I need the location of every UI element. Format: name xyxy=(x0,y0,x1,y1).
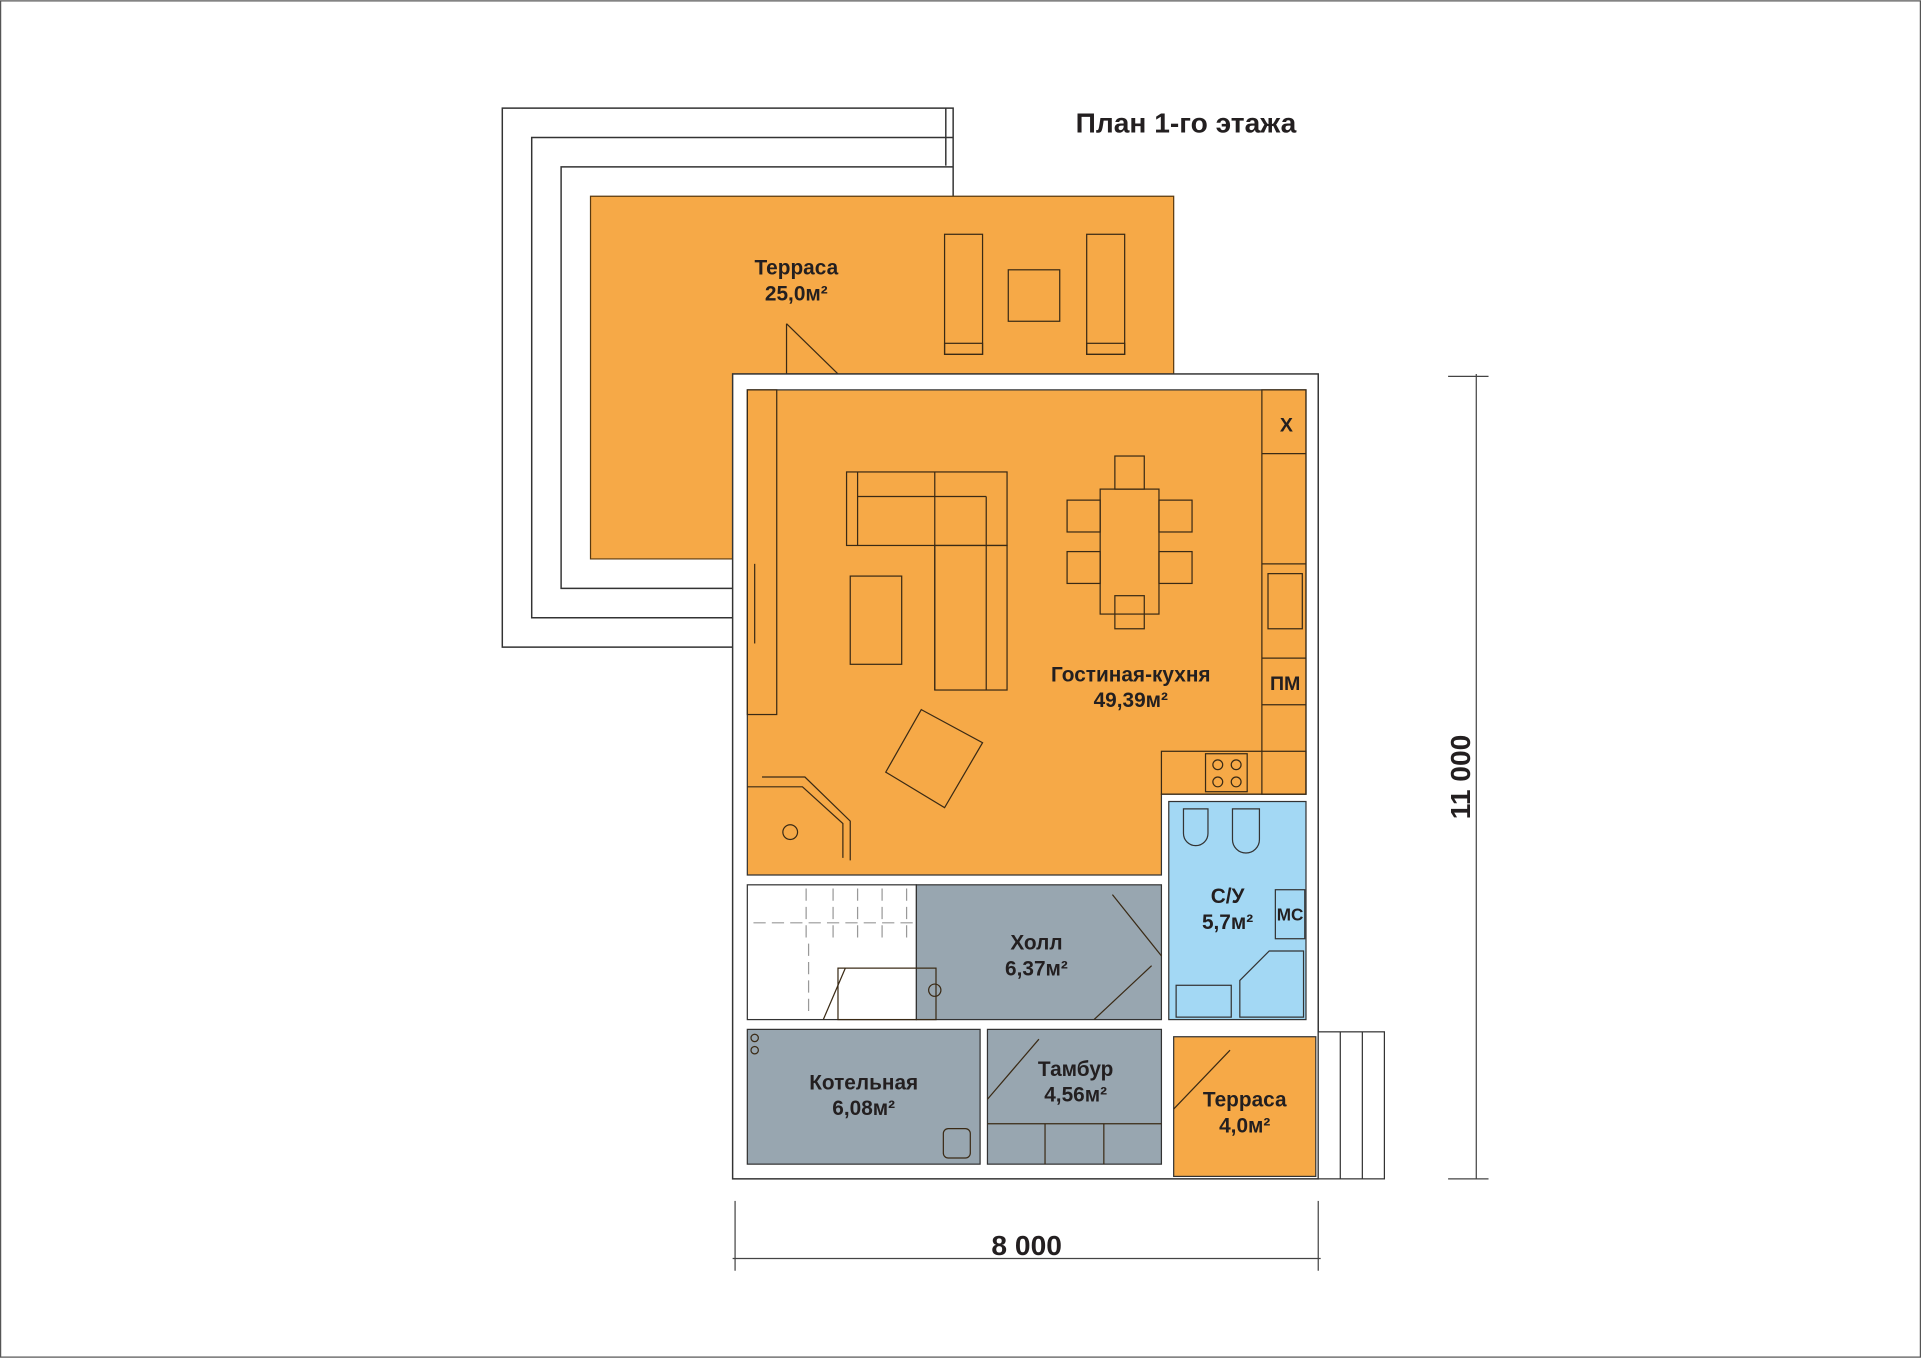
svg-text:Котельная: Котельная xyxy=(809,1071,918,1094)
label-terrace-small: Терраса 4,0м² xyxy=(1203,1089,1287,1138)
svg-text:4,0м²: 4,0м² xyxy=(1219,1114,1270,1137)
boiler-fixtures xyxy=(750,1033,1162,1165)
dimension-width: 8 000 xyxy=(732,1200,1321,1271)
svg-text:Гостиная-кухня: Гостиная-кухня xyxy=(1051,663,1211,686)
svg-text:Холл: Холл xyxy=(1010,932,1062,955)
svg-text:49,39м²: 49,39м² xyxy=(1094,689,1168,712)
room-staircase xyxy=(746,884,918,1021)
svg-text:Терраса: Терраса xyxy=(755,257,839,280)
label-living-kitchen: Гостиная-кухня 49,39м² xyxy=(1051,663,1211,712)
fixture-washer-label: МС xyxy=(1277,904,1304,924)
svg-text:6,08м²: 6,08м² xyxy=(832,1097,895,1120)
svg-text:8 000: 8 000 xyxy=(991,1229,1061,1261)
svg-text:Тамбур: Тамбур xyxy=(1038,1058,1114,1081)
door-swings xyxy=(986,894,1231,1110)
svg-text:4,56м²: 4,56м² xyxy=(1044,1084,1107,1107)
svg-text:25,0м²: 25,0м² xyxy=(765,282,828,305)
entry-steps xyxy=(1317,1031,1386,1180)
fixture-fridge-label: Х xyxy=(1280,415,1293,437)
svg-text:С/У: С/У xyxy=(1211,885,1246,908)
fixture-dishwasher-label: ПМ xyxy=(1270,673,1300,695)
room-terrace-small xyxy=(1173,1036,1317,1178)
bathroom-fixtures xyxy=(1175,808,1306,1018)
room-vestibule xyxy=(986,1028,1163,1165)
svg-text:5,7м²: 5,7м² xyxy=(1202,911,1253,934)
label-hall: Холл 6,37м² xyxy=(1005,932,1068,981)
plan-title: План 1-го этажа xyxy=(1076,107,1297,139)
dimension-height: 11 000 xyxy=(1444,373,1489,1180)
label-terrace-large: Терраса 25,0м² xyxy=(755,257,839,306)
label-vestibule: Тамбур 4,56м² xyxy=(1038,1058,1114,1107)
living-furniture xyxy=(746,389,1307,861)
svg-text:Терраса: Терраса xyxy=(1203,1089,1287,1112)
label-boiler: Котельная 6,08м² xyxy=(809,1071,918,1120)
svg-text:11 000: 11 000 xyxy=(1444,735,1476,820)
staircase-treads xyxy=(753,888,913,1018)
terrace-steps xyxy=(501,107,954,648)
room-hall xyxy=(915,884,1163,1021)
staircase-lower xyxy=(822,967,942,1021)
room-boiler xyxy=(746,1028,981,1165)
svg-text:6,37м²: 6,37м² xyxy=(1005,957,1068,980)
room-bathroom xyxy=(1168,800,1307,1021)
label-bathroom: С/У 5,7м² xyxy=(1202,885,1253,934)
